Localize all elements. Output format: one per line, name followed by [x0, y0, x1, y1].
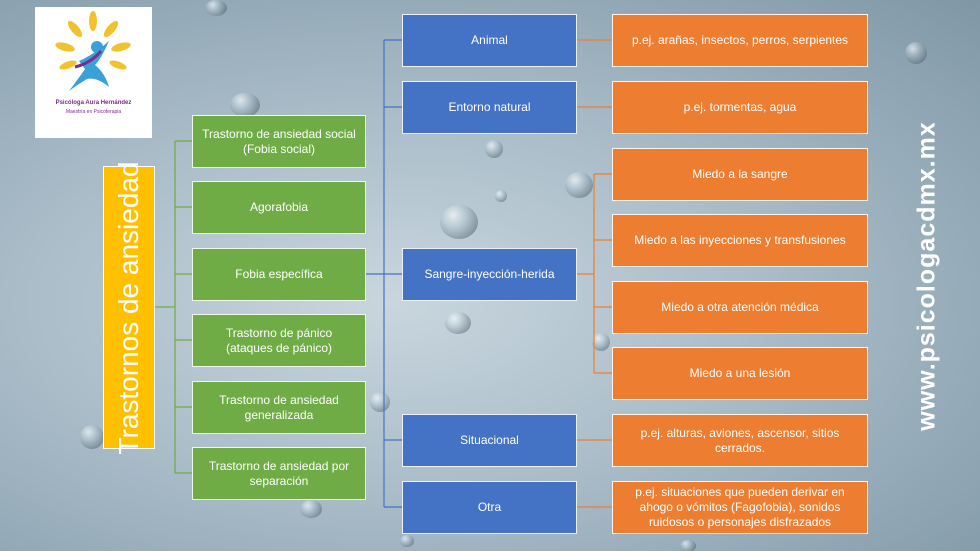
water-drop: [485, 140, 503, 158]
logo-subtitle: Maestría en Psicoterapia: [65, 109, 122, 115]
water-drop: [440, 205, 478, 239]
category-social-anxiety: Trastorno de ansiedad social (Fobia soci…: [192, 115, 366, 168]
category-separation-anxiety: Trastorno de ansiedad por separación: [192, 447, 366, 500]
water-drop: [370, 392, 390, 412]
example-animal: p.ej. arañas, insectos, perros, serpient…: [612, 14, 868, 67]
category-panic-disorder: Trastorno de pánico (ataques de pánico): [192, 314, 366, 367]
example-situational: p.ej. alturas, aviones, ascensor, sitios…: [612, 414, 868, 467]
water-drop: [495, 190, 507, 202]
category-generalized-anxiety: Trastorno de ansiedad generalizada: [192, 381, 366, 434]
root-node: Trastornos de ansiedad: [103, 161, 155, 454]
water-drop: [445, 312, 471, 334]
subtype-blood-injection-injury: Sangre-inyección-herida: [402, 248, 577, 301]
logo: Psicóloga Aura Hernández Maestría en Psi…: [35, 7, 152, 138]
category-agoraphobia: Agorafobia: [192, 181, 366, 234]
logo-figure-icon: [55, 11, 131, 91]
water-drop: [905, 42, 927, 64]
water-drop: [300, 500, 322, 518]
diagram-title: Trastornos de ansiedad: [113, 160, 144, 455]
subtype-situational: Situacional: [402, 414, 577, 467]
water-drop: [565, 172, 593, 198]
subtype-animal: Animal: [402, 14, 577, 67]
water-drop: [400, 535, 414, 547]
example-other: p.ej. situaciones que pueden derivar en …: [612, 481, 868, 534]
example-natural-environment: p.ej. tormentas, agua: [612, 81, 868, 134]
water-drop: [205, 0, 227, 16]
example-blood-fear: Miedo a la sangre: [612, 148, 868, 201]
water-drop: [80, 425, 104, 449]
water-drop: [230, 93, 260, 117]
logo-name: Psicóloga Aura Hernández: [55, 100, 132, 106]
subtype-natural-environment: Entorno natural: [402, 81, 577, 134]
website-url: www.psicologacdmx.mx: [912, 121, 941, 431]
example-medical-care-fear: Miedo a otra atención médica: [612, 281, 868, 334]
category-specific-phobia: Fobia específica: [192, 248, 366, 301]
example-injection-fear: Miedo a las inyecciones y transfusiones: [612, 214, 868, 267]
water-drop: [592, 333, 610, 351]
water-drop: [680, 540, 696, 551]
example-injury-fear: Miedo a una lesión: [612, 347, 868, 400]
subtype-other: Otra: [402, 481, 577, 534]
